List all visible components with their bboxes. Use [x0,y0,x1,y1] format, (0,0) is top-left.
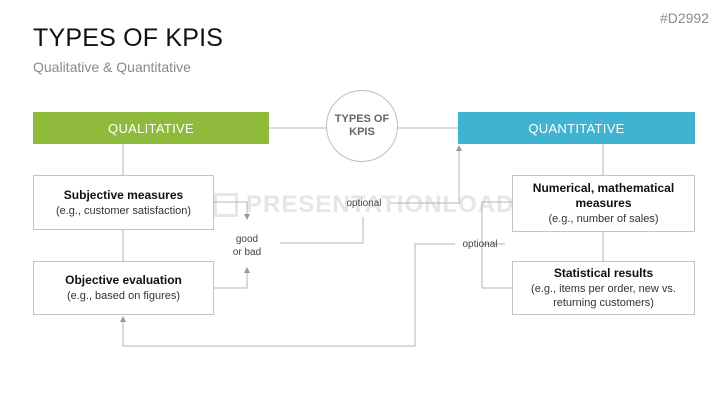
card-heading: Objective evaluation [65,273,182,287]
card-numerical-measures: Numerical, mathematical measures (e.g., … [512,175,695,232]
card-detail-line1: (e.g., items per order, new vs. [531,283,676,295]
arrow-objective-good [214,267,250,289]
page-subtitle: Qualitative & Quantitative [33,59,191,75]
arrow-subjective-good [214,201,250,220]
card-heading: Subjective measures [63,187,184,202]
quantitative-header: QUANTITATIVE [458,112,695,144]
good-line2: or bad [232,247,262,258]
watermark-text: PRESENTATIONLOAD [246,191,515,218]
optional-label-right: optional [462,239,498,250]
good-line1: good [235,234,259,245]
card-detail-line2: returning customers) [553,297,654,309]
center-line2: KPIS [349,126,375,138]
center-line1: TYPES OF [334,113,390,125]
card-heading-line1: Numerical, mathematical [532,181,675,195]
card-detail: (e.g., customer satisfaction) [55,204,192,217]
line-quant-cards-bracket [481,201,512,289]
qualitative-label: QUALITATIVE [108,120,194,136]
slide-code: #D2992 [659,10,709,26]
card-heading-line2: measures [575,196,632,210]
arrow-optional-to-quant [390,145,462,204]
watermark: PRESENTATIONLOAD [214,191,514,219]
center-circle: TYPES OF KPIS [326,90,398,162]
card-subjective-measures: Subjective measures (e.g., customer sati… [33,175,214,230]
qualitative-header: QUALITATIVE [33,112,269,144]
good-or-bad-label: good or bad [232,233,262,259]
card-heading: Statistical results [553,266,654,280]
optional-label-left: optional [346,198,382,209]
card-detail: (e.g., number of sales) [548,213,659,225]
arrow-optional-to-qual [120,243,455,347]
quantitative-label: QUANTITATIVE [528,120,625,136]
card-statistical-results: Statistical results (e.g., items per ord… [512,261,695,315]
card-detail: (e.g., based on figures) [66,290,181,302]
card-objective-evaluation: Objective evaluation (e.g., based on fig… [33,261,214,315]
line-good-to-optional [280,217,364,244]
watermark-logo-icon [214,193,238,217]
page-title: TYPES OF KPIS [33,24,224,52]
